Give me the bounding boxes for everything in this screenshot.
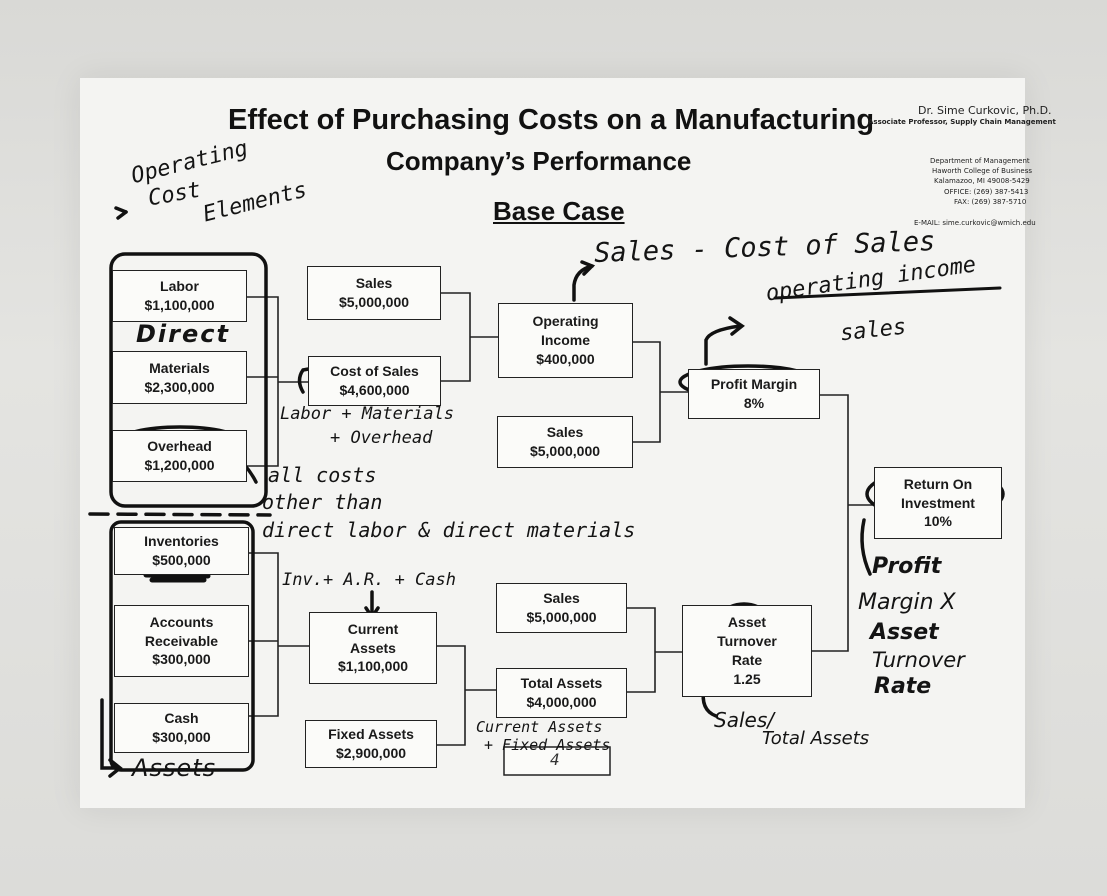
fixed-assets-label: Fixed Assets [328, 726, 414, 743]
cash-value: $300,000 [152, 729, 211, 745]
sales-low-box: Sales $5,000,000 [496, 583, 627, 633]
contact-dept: Department of Management [930, 157, 1030, 165]
note-sales-slash: Sales/ [714, 708, 774, 732]
cost-of-sales-label: Cost of Sales [330, 363, 419, 380]
note-direct-labor-materials: direct labor & direct materials [262, 518, 636, 542]
total-assets-value: $4,000,000 [526, 694, 597, 710]
contact-office: OFFICE: (269) 387-5413 [944, 188, 1029, 196]
page-subtitle: Company’s Performance [386, 146, 692, 176]
labor-box: Labor $1,100,000 [112, 270, 247, 322]
operating-income-value: $400,000 [536, 350, 595, 367]
sales-mid-box: Sales $5,000,000 [497, 416, 633, 468]
note-other-than: other than [262, 490, 383, 514]
cost-of-sales-box: Cost of Sales $4,600,000 [308, 356, 441, 406]
accounts-receivable-label: Accounts Receivable [144, 613, 219, 649]
current-assets-value: $1,100,000 [337, 658, 409, 675]
sales-top-box: Sales $5,000,000 [307, 266, 441, 320]
note-rate: Rate [874, 674, 932, 699]
contact-fax: FAX: (269) 387-5710 [954, 198, 1027, 206]
sales-mid-value: $5,000,000 [529, 443, 601, 459]
materials-value: $2,300,000 [144, 378, 215, 395]
note-profit: Profit [872, 554, 942, 579]
cash-box: Cash $300,000 [114, 703, 249, 753]
contact-position: Associate Professor, Supply Chain Manage… [868, 118, 1056, 126]
note-plus-fixed-assets: + Fixed Assets [484, 736, 611, 754]
sales-top-label: Sales [355, 275, 393, 292]
sales-top-value: $5,000,000 [338, 294, 410, 310]
overhead-label: Overhead [147, 438, 212, 455]
cost-of-sales-value: $4,600,000 [339, 382, 410, 398]
note-direct: Direct [136, 320, 230, 348]
total-assets-label: Total Assets [520, 675, 603, 692]
sales-low-value: $5,000,000 [526, 609, 597, 625]
base-case-heading: Base Case [493, 196, 625, 226]
overhead-box: Overhead $1,200,000 [112, 430, 247, 482]
contact-college: Haworth College of Business [932, 167, 1033, 175]
sales-low-label: Sales [543, 590, 580, 607]
note-inv-ar-cash: Inv.+ A.R. + Cash [282, 570, 456, 590]
overhead-value: $1,200,000 [144, 457, 215, 473]
page-title: Effect of Purchasing Costs on a Manufact… [228, 104, 875, 136]
accounts-receivable-value: $300,000 [152, 651, 211, 668]
note-total-assets: Total Assets [762, 728, 870, 749]
inventories-box: Inventories $500,000 [114, 527, 249, 575]
note-plus-overhead: + Overhead [330, 428, 433, 448]
accounts-receivable-box: Accounts Receivable $300,000 [114, 605, 249, 677]
asset-turnover-value: 1.25 [733, 670, 761, 687]
note-asset: Asset [870, 620, 939, 645]
operating-income-box: Operating Income $400,000 [498, 303, 633, 378]
materials-label: Materials [149, 359, 210, 376]
total-assets-box: Total Assets $4,000,000 [496, 668, 627, 718]
fixed-assets-value: $2,900,000 [335, 745, 407, 761]
fixed-assets-box: Fixed Assets $2,900,000 [305, 720, 437, 768]
asset-turnover-box: Asset Turnover Rate 1.25 [682, 605, 812, 697]
operating-income-label: Operating Income [532, 313, 599, 349]
roi-box: Return On Investment 10% [874, 467, 1002, 539]
profit-margin-box: Profit Margin 8% [688, 369, 820, 419]
current-assets-box: Current Assets $1,100,000 [309, 612, 437, 684]
note-labor-plus-materials: Labor + Materials [280, 404, 454, 424]
total-assets-extra-value: 4 [550, 750, 560, 769]
labor-value: $1,100,000 [144, 297, 215, 313]
inventories-value: $500,000 [152, 552, 211, 568]
current-assets-label: Current Assets [347, 620, 399, 656]
note-turnover: Turnover [872, 648, 965, 672]
contact-email: E-MAIL: sime.curkovic@wmich.edu [914, 219, 1036, 227]
contact-city: Kalamazoo, MI 49008-5429 [934, 177, 1030, 185]
note-current-assets: Current Assets [476, 718, 603, 736]
materials-box: Materials $2,300,000 [112, 351, 247, 404]
labor-label: Labor [160, 278, 199, 295]
note-margin-x: Margin X [858, 590, 956, 615]
total-assets-extra-box [503, 746, 611, 776]
inventories-label: Inventories [144, 533, 219, 550]
profit-margin-value: 8% [743, 395, 765, 411]
asset-turnover-label: Asset Turnover Rate [717, 614, 777, 668]
contact-name: Dr. Sime Curkovic, Ph.D. [918, 104, 1052, 117]
profit-margin-label: Profit Margin [710, 376, 798, 393]
note-all-costs: all costs [268, 463, 377, 487]
cash-label: Cash [164, 710, 199, 727]
roi-label: Return On Investment [901, 475, 975, 511]
roi-value: 10% [923, 513, 953, 530]
note-assets: Assets [132, 754, 217, 782]
sales-mid-label: Sales [546, 424, 584, 441]
